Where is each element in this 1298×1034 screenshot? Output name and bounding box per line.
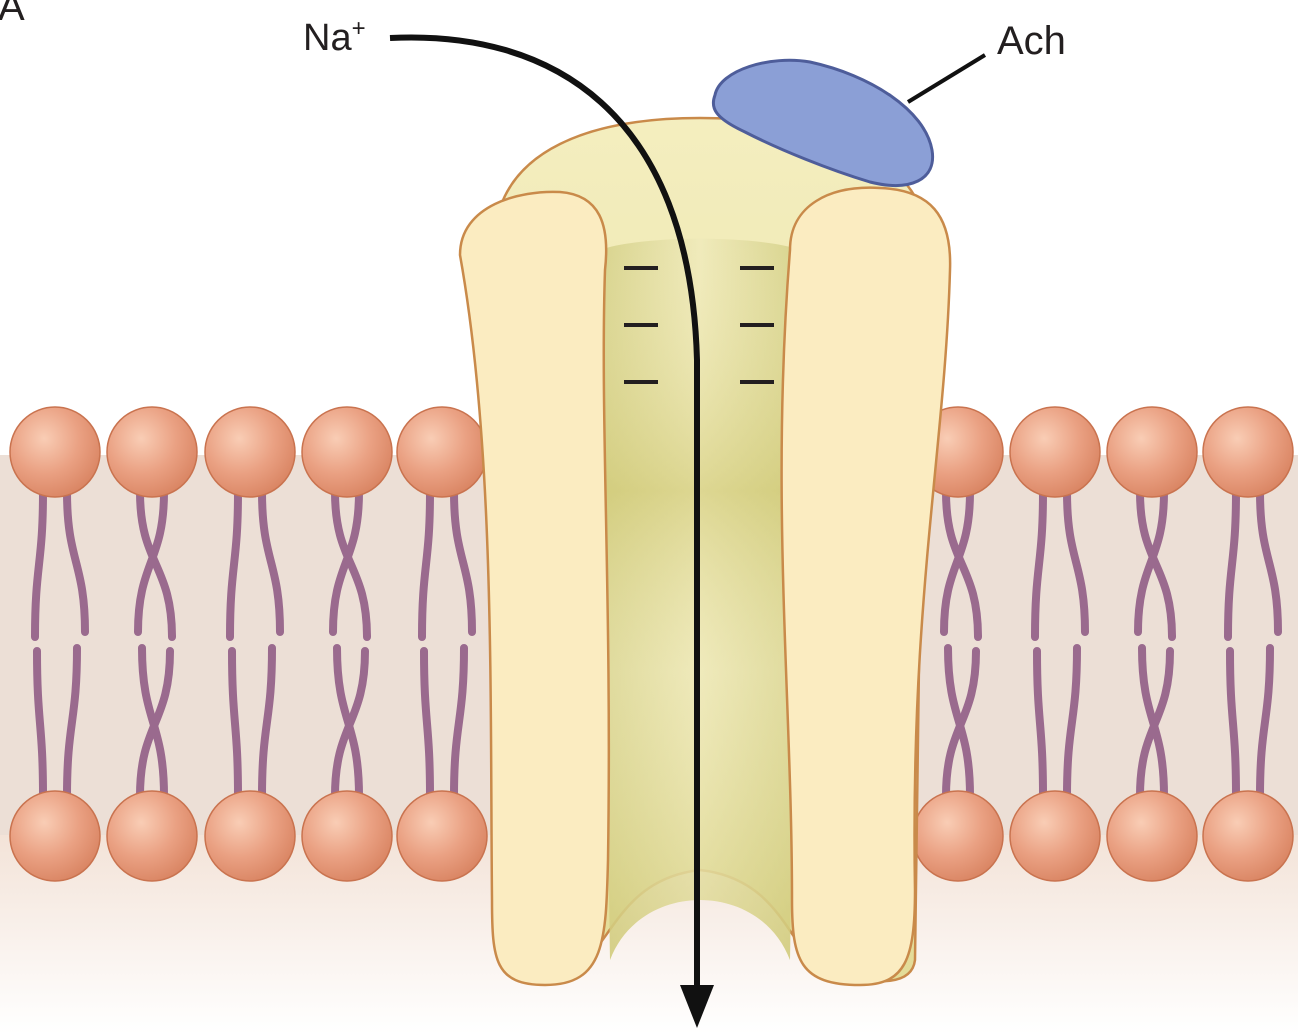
charge-mark [740,323,774,327]
acetylcholine-receptor-channel [460,118,950,985]
charge-mark [740,266,774,270]
phospholipid-head [397,407,487,497]
phospholipid-head [302,791,392,881]
phospholipid-head [1203,791,1293,881]
phospholipid-head [10,407,100,497]
charge-mark [624,266,658,270]
charge-mark [624,380,658,384]
phospholipid-head [10,791,100,881]
phospholipid-head [1107,791,1197,881]
charge-mark [740,380,774,384]
phospholipid-head [1107,407,1197,497]
charge-mark [624,323,658,327]
phospholipid-head [205,407,295,497]
acetylcholine-label: Ach [997,19,1066,63]
phospholipid-head [1203,407,1293,497]
phospholipid-head [397,791,487,881]
phospholipid-head [107,407,197,497]
phospholipid-head [1010,791,1100,881]
sodium-ion-label: Na+ [303,15,366,59]
phospholipid-head [913,791,1003,881]
phospholipid-head [1010,407,1100,497]
ligand-leader-line [908,55,985,102]
phospholipid-head [302,407,392,497]
phospholipid-head [107,791,197,881]
panel-label: A [0,0,25,29]
phospholipid-head [205,791,295,881]
